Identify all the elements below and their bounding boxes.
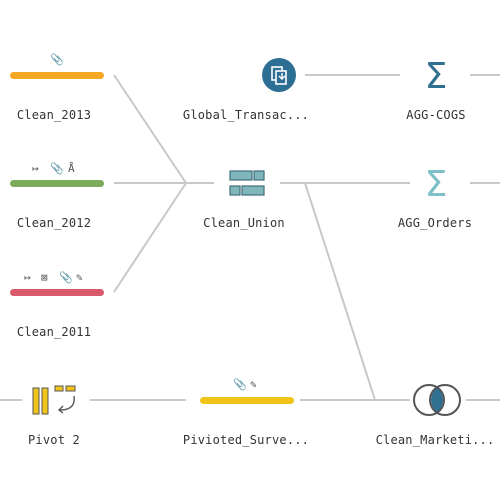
paperclip-icon: 📎 [50,53,64,66]
sigma-light-icon[interactable]: Σ [425,164,448,205]
node-label-agg-orders: AGG_Orders [397,216,473,230]
union-icon[interactable] [229,170,265,196]
join-icon[interactable] [413,384,461,416]
export-icon: ↦ [24,271,31,284]
node-label-pivot-2: Pivot 2 [28,433,80,447]
node-label-clean-union: Clean_Union [203,216,285,230]
remove-field-icon: ⊠ [41,271,48,284]
node-label-clean-2013: Clean_2013 [16,108,92,122]
pivioted-survey-bar[interactable] [200,397,294,404]
edit-icon: ✎ [250,378,257,391]
clean-2011-bar[interactable] [10,289,104,296]
sigma-icon[interactable]: Σ [425,56,448,97]
input-node-icon[interactable] [262,58,296,92]
node-label-pivioted-survey: Pivioted_Surve... [182,433,310,447]
clean-2013-bar[interactable] [10,72,104,79]
node-label-clean-2012: Clean_2012 [16,216,92,230]
node-label-agg-cogs: AGG-COGS [406,108,466,122]
connector-lines [0,74,500,401]
export-icon: ↦ [32,162,39,175]
node-label-clean-marketing: Clean_Marketi... [375,433,495,447]
node-label-clean-2011: Clean_2011 [16,325,92,339]
paperclip-icon: 📎 [59,271,73,284]
rename-icon: Å [68,162,75,175]
pivot-icon[interactable] [32,385,76,415]
clean-2012-bar[interactable] [10,180,104,187]
edit-icon: ✎ [76,271,83,284]
paperclip-icon: 📎 [233,378,247,391]
node-label-global-transactions: Global_Transac... [182,108,310,122]
paperclip-icon: 📎 [50,162,64,175]
